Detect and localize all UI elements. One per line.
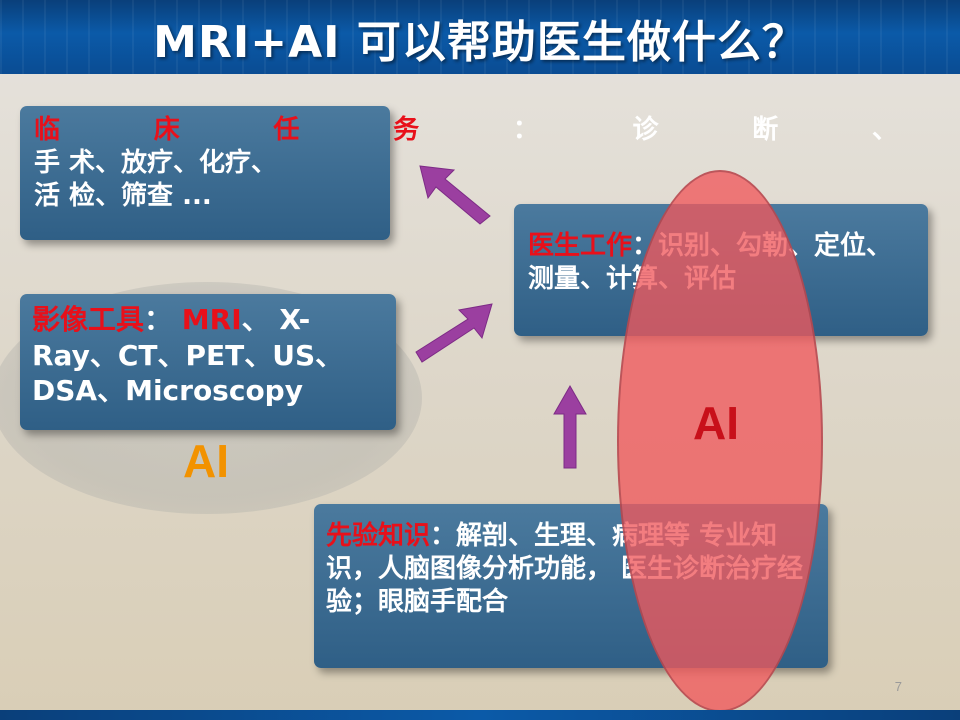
ai-label-right: AI — [693, 397, 739, 449]
clinical-tasks-colon: ： — [512, 115, 539, 145]
clinical-tasks-word: 诊 — [632, 115, 659, 145]
clinical-tasks-word: 、 — [871, 115, 898, 145]
clinical-tasks-label-char: 临 — [34, 115, 61, 145]
imaging-tools-box: 影像工具： MRI、 X-Ray、CT、PET、US、DSA、Microscop… — [20, 294, 396, 430]
doctor-work-label: 医生工作 — [528, 231, 633, 261]
imaging-tools-colon: ： — [144, 303, 173, 336]
header-bar: MRI+AI 可以帮助医生做什么？ — [0, 0, 960, 74]
footer-bar — [0, 710, 960, 720]
clinical-tasks-box: 临 床 任 务 ： 诊 断 、 手 术、放疗、化疗、 活 检、筛查 ... — [20, 106, 898, 240]
ai-label-left: AI — [183, 435, 229, 487]
arrow-up-icon — [553, 384, 587, 469]
prior-knowledge-label: 先验知识 — [326, 521, 431, 551]
clinical-tasks-label-char: 务 — [393, 115, 420, 145]
imaging-tools-text: 、 X-Ray、CT、PET、US、DSA、Microscopy — [32, 303, 344, 408]
imaging-tools-label: 影像工具 — [32, 303, 145, 336]
clinical-tasks-line2: 手 术、放疗、化疗、 — [34, 148, 278, 179]
clinical-tasks-line3: 活 检、筛查 ... — [34, 181, 212, 212]
imaging-tools-mri: MRI — [172, 303, 242, 336]
clinical-tasks-label-char: 床 — [153, 115, 180, 145]
arrow-up-left-icon — [419, 165, 491, 225]
page-number: 7 — [894, 679, 902, 694]
ai-oval — [617, 170, 823, 712]
clinical-tasks-line1: 临 床 任 务 ： 诊 断 、 — [34, 114, 898, 147]
arrow-up-right-icon — [415, 303, 493, 363]
clinical-tasks-label-char: 任 — [273, 115, 300, 145]
clinical-tasks-word: 断 — [752, 115, 779, 145]
slide-title: MRI+AI 可以帮助医生做什么？ — [153, 17, 807, 68]
